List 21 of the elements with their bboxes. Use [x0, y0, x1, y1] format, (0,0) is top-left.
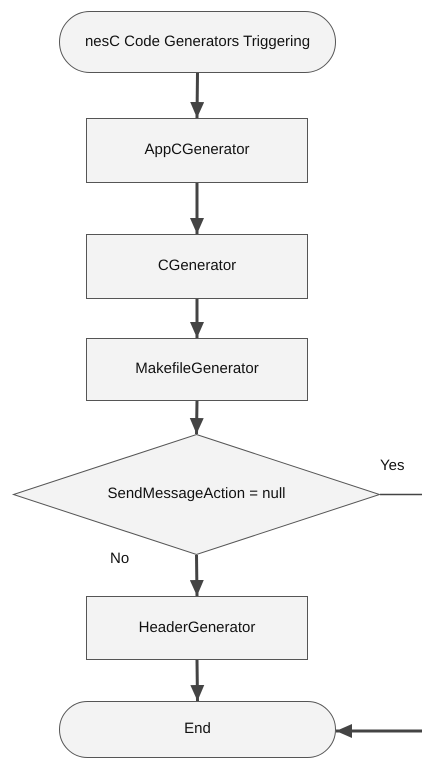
- arrow: [190, 660, 204, 702]
- node-text: AppCGenerator: [143, 141, 251, 160]
- node-text: nesC Code Generators Triggering: [84, 32, 312, 52]
- arrow: [336, 724, 422, 738]
- node-text: MakefileGenerator: [134, 360, 260, 379]
- arrow: [190, 299, 204, 338]
- arrow: [190, 183, 204, 234]
- arrow: [190, 554, 204, 596]
- edge-label: No: [110, 550, 130, 567]
- edge-label: Yes: [380, 457, 404, 474]
- node-text: CGenerator: [156, 257, 238, 276]
- connector-line: [380, 494, 422, 496]
- node-text: SendMessageAction = null: [106, 485, 287, 504]
- process-box: [86, 118, 308, 183]
- process-box: [86, 338, 308, 401]
- arrow: [190, 72, 204, 118]
- process-box: [86, 234, 308, 299]
- node-text: HeaderGenerator: [138, 618, 256, 638]
- node-text: End: [183, 720, 212, 739]
- arrow: [190, 400, 204, 434]
- process-box: [86, 596, 308, 660]
